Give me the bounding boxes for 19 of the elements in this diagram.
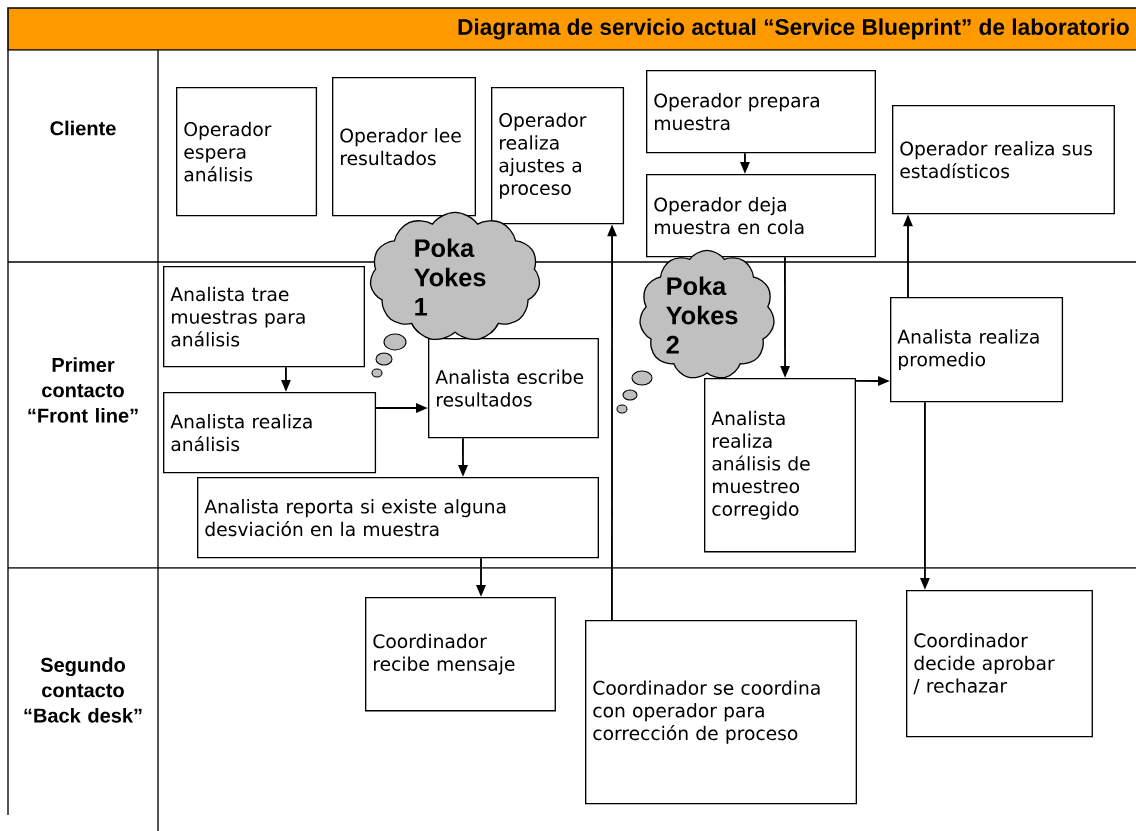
process-box: Operador lee resultados — [332, 77, 476, 217]
process-box: Operador deja muestra en cola — [646, 174, 876, 258]
lane-label: Cliente — [50, 120, 116, 136]
lane-label: Primer contacto “Front line” — [28, 357, 138, 423]
process-box: Analista realiza análisis — [163, 392, 377, 474]
lane-label: Segundo contacto “Back desk” — [24, 657, 142, 723]
process-box: Analista reporta si existe alguna desviación en la muestra — [197, 477, 599, 559]
header-bar: Diagrama de servicio actual “Service Blueprint” de laboratorio — [7, 7, 1136, 51]
process-box: Analista realiza promedio — [890, 297, 1064, 403]
process-box: Analista realiza análisis de muestreo corregido — [704, 378, 856, 553]
process-box: Analista escribe resultados — [428, 338, 599, 439]
process-box: Operador espera análisis — [176, 87, 318, 217]
process-box: Operador prepara muestra — [646, 70, 876, 154]
process-box: Coordinador se coordina con operador para corrección de proceso — [585, 620, 857, 805]
process-box: Coordinador decide aprobar / rechazar — [906, 590, 1093, 738]
process-box: Coordinador recibe mensaje — [365, 597, 556, 712]
process-box: Operador realiza ajustes a proceso — [491, 87, 625, 225]
process-box: Operador realiza sus estadísticos — [892, 105, 1115, 215]
process-box: Analista trae muestras para análisis — [163, 266, 365, 368]
